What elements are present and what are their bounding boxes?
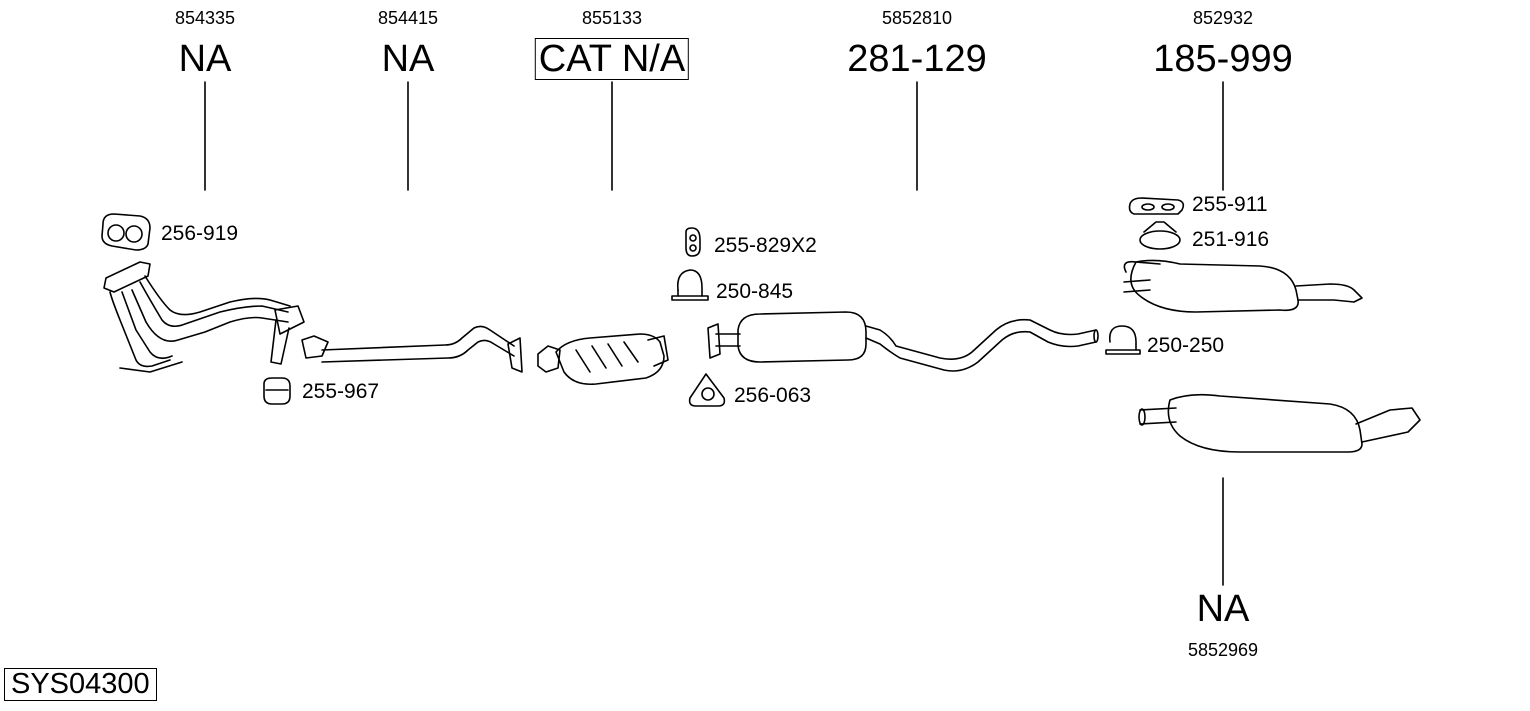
gasket-256-063-icon — [688, 373, 726, 407]
label-256-063: 256-063 — [734, 384, 812, 407]
label-255-911: 255-911 — [1192, 193, 1268, 216]
part-code-185-999: 185-999 — [1153, 38, 1293, 80]
clamp-250-250-icon — [1105, 325, 1141, 355]
label-256-919: 256-919 — [161, 222, 239, 245]
bracket-255-911-icon — [1128, 197, 1185, 215]
catalytic-converter-drawing — [537, 333, 669, 386]
label-250-250: 250-250 — [1147, 334, 1225, 357]
clamp-250-845-icon — [671, 269, 709, 301]
part-code-na-bottom: NA — [1196, 588, 1250, 630]
ref-number-5852810: 5852810 — [881, 8, 953, 28]
center-muffler-drawing — [707, 311, 1099, 372]
label-251-916: 251-916 — [1192, 228, 1270, 251]
front-pipe-drawing — [103, 261, 305, 373]
label-255-829x2: 255-829X2 — [714, 234, 817, 257]
part-code-na-2: NA — [381, 38, 435, 80]
hanger-255-829x2-icon — [685, 227, 701, 257]
part-code-cat-na: CAT N/A — [534, 38, 690, 80]
system-code: SYS04300 — [4, 668, 157, 701]
ref-number-852932: 852932 — [1192, 8, 1254, 28]
ring-251-916-icon — [1139, 221, 1181, 250]
intermediate-pipe-drawing — [301, 325, 523, 373]
ref-number-5852969: 5852969 — [1187, 640, 1259, 660]
gasket-256-919-icon — [101, 213, 151, 251]
ref-number-854335: 854335 — [174, 8, 236, 28]
rear-muffler-drawing — [1123, 259, 1363, 313]
label-255-967: 255-967 — [302, 380, 380, 403]
rubber-mount-255-967-icon — [263, 377, 291, 405]
part-code-na-1: NA — [178, 38, 232, 80]
rear-muffler-alt-drawing — [1138, 393, 1421, 453]
ref-number-854415: 854415 — [377, 8, 439, 28]
part-code-281-129: 281-129 — [847, 38, 987, 80]
label-250-845: 250-845 — [716, 280, 794, 303]
ref-number-855133: 855133 — [581, 8, 643, 28]
